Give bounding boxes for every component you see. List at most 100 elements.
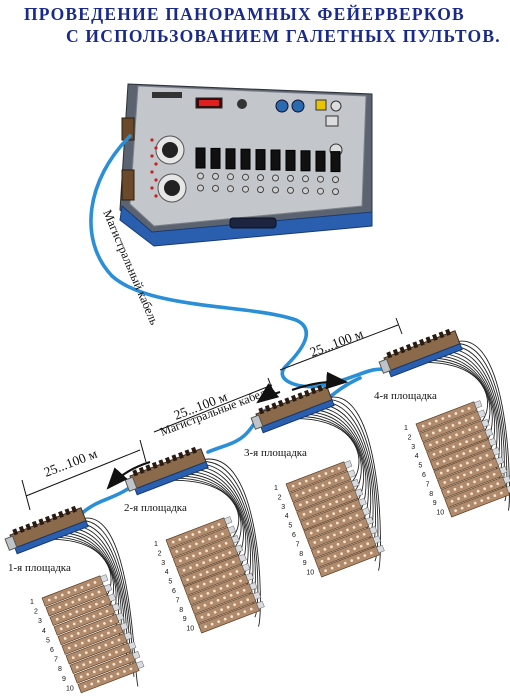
terminal-number: 10	[186, 626, 194, 633]
terminal-box	[415, 400, 483, 433]
terminal-number: 3	[411, 444, 415, 451]
terminal-box	[194, 591, 262, 625]
terminal-number: 7	[296, 541, 300, 548]
distribution-panel	[378, 328, 463, 378]
terminal-number: 3	[161, 560, 165, 567]
terminal-box	[69, 641, 137, 675]
terminal-number: 1	[154, 541, 158, 548]
terminal-box	[299, 497, 367, 531]
terminal-number: 9	[433, 500, 437, 507]
terminal-number: 10	[306, 570, 314, 577]
rocker-switch-icon	[195, 147, 206, 169]
terminal-box	[447, 484, 510, 518]
pointer-arrow-icon	[106, 460, 151, 490]
terminal-number: 9	[183, 616, 187, 623]
terminal-number: 10	[66, 685, 74, 692]
terminal-number: 9	[303, 560, 307, 567]
terminal-box	[296, 488, 364, 522]
distance-label-1: 25...100 м	[42, 446, 100, 480]
terminal-box	[440, 466, 508, 499]
dimension-lines	[21, 317, 403, 511]
terminal-box	[422, 419, 490, 452]
terminal-number: 2	[158, 550, 162, 557]
terminal-box	[197, 600, 265, 634]
terminal-box	[165, 516, 233, 549]
terminal-number: 7	[54, 657, 58, 664]
site-label-1: 1-я площадка	[8, 562, 71, 574]
terminal-box	[57, 612, 125, 646]
wire	[78, 517, 139, 687]
rocker-switch-icon	[330, 151, 341, 173]
terminal-box	[292, 479, 360, 512]
terminal-number: 9	[62, 676, 66, 683]
site-label-4: 4-я площадка	[374, 390, 437, 402]
wire	[452, 340, 510, 511]
terminal-number: 5	[288, 523, 292, 530]
page-title: ПРОВЕДЕНИЕ ПАНОРАМНЫХ ФЕЙЕРВЕРКОВ С ИСПО…	[0, 2, 510, 50]
pointer-arrow-icon	[291, 371, 349, 392]
terminal-number: 8	[429, 491, 433, 498]
terminal-number: 7	[176, 597, 180, 604]
terminal-number: 10	[436, 510, 444, 517]
terminal-number: 4	[42, 628, 46, 635]
title-line-2: С ИСПОЛЬЗОВАНИЕМ ГАЛЕТНЫХ ПУЛЬТОВ.	[66, 26, 501, 46]
control-console	[119, 83, 373, 247]
terminal-box	[433, 447, 501, 480]
terminal-box	[77, 660, 145, 694]
terminal-box	[45, 583, 113, 617]
terminal-box	[310, 526, 378, 559]
distribution-panel	[250, 384, 335, 434]
site-label-3: 3-я площадка	[244, 447, 307, 459]
terminal-box	[437, 456, 504, 490]
terminal-box	[187, 572, 254, 606]
terminal-box	[49, 593, 117, 627]
site-label-2: 2-я площадка	[124, 502, 187, 514]
terminal-number: 4	[285, 513, 289, 520]
rocker-switch-icon	[240, 148, 251, 170]
rocker-switch-icon	[225, 148, 236, 170]
terminal-box	[169, 525, 236, 559]
rocker-switch-icon	[210, 147, 221, 169]
terminal-box	[314, 535, 382, 569]
rocker-switch-icon	[255, 149, 266, 171]
terminal-number: 6	[172, 588, 176, 595]
terminal-box	[172, 535, 240, 568]
side-connector-icon	[121, 169, 135, 201]
terminal-box	[429, 437, 497, 471]
terminal-box	[183, 563, 251, 596]
terminal-number: 7	[426, 481, 430, 488]
terminal-box	[53, 603, 121, 636]
terminal-number: 3	[38, 618, 42, 625]
title-line-1: ПРОВЕДЕНИЕ ПАНОРАМНЫХ ФЕЙЕРВЕРКОВ	[24, 4, 465, 24]
terminal-box	[61, 622, 129, 655]
rocker-switch-icon	[285, 149, 296, 171]
terminal-number: 8	[299, 551, 303, 558]
terminal-number: 8	[58, 666, 62, 673]
terminal-box	[419, 409, 486, 443]
distribution-panel	[4, 505, 89, 555]
terminal-box	[426, 428, 494, 462]
terminal-box	[73, 651, 141, 684]
terminal-box	[190, 582, 258, 615]
rocker-switch-icon	[270, 149, 281, 171]
terminal-number: 4	[415, 453, 419, 460]
terminal-box	[307, 516, 374, 550]
terminal-box	[41, 574, 109, 607]
terminal-box	[179, 553, 247, 587]
terminal-box	[289, 469, 356, 503]
rocker-switch-icon	[300, 150, 311, 172]
terminal-number: 5	[418, 463, 422, 470]
terminal-box	[303, 507, 371, 540]
terminal-box	[285, 460, 353, 493]
terminal-box	[65, 631, 133, 665]
terminal-number: 2	[408, 434, 412, 441]
terminal-number: 6	[422, 472, 426, 479]
terminal-number: 1	[274, 485, 278, 492]
terminal-number: 5	[46, 637, 50, 644]
wire	[198, 458, 261, 627]
distribution-panel	[124, 446, 209, 496]
